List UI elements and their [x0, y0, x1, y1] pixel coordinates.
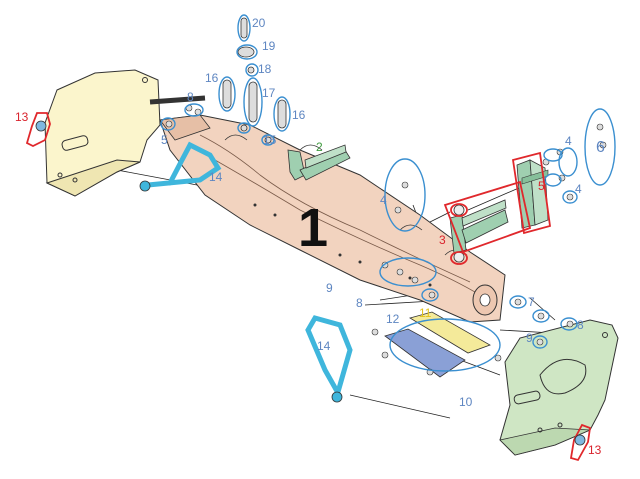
plate-11: [408, 311, 491, 354]
blue-highlights: [160, 14, 616, 372]
label-part-14-right: 14: [317, 339, 331, 353]
main-beam: [159, 114, 506, 323]
label-part-9-mid: 9: [326, 281, 333, 295]
label-part-16-left: 16: [205, 71, 219, 85]
label-part-12: 12: [386, 312, 400, 326]
label-part-1: 1: [298, 198, 328, 258]
arm-14-right: [305, 315, 353, 403]
red-highlights: [25, 112, 591, 462]
right-end-plate: [499, 319, 619, 456]
label-part-8-right: 8: [577, 318, 584, 332]
plate-12: [384, 328, 466, 378]
label-part-7: 7: [528, 295, 535, 309]
label-part-8-mid: 8: [356, 296, 363, 310]
label-part-19: 19: [262, 39, 276, 53]
label-part-17: 17: [262, 86, 276, 100]
label-part-15: 15: [263, 133, 277, 147]
label-part-4-top: 4: [565, 134, 572, 148]
label-part-6: 6: [596, 139, 605, 156]
label-part-2: 2: [316, 140, 323, 154]
label-part-13-left: 13: [15, 110, 29, 124]
label-part-11: 11: [419, 306, 432, 320]
bracket-2: [287, 144, 351, 181]
left-end-plate: [44, 69, 206, 197]
label-part-5-red: 5: [538, 179, 545, 193]
bolt-13: [35, 120, 586, 446]
label-part-14-left: 14: [209, 170, 223, 184]
arm-14-left: [139, 141, 222, 192]
label-part-9-right: 9: [526, 331, 533, 345]
label-part-10: 10: [459, 395, 473, 409]
label-part-8-left: 8: [187, 90, 194, 104]
label-part-5-left: 5: [161, 133, 168, 147]
label-part-4-left: 4: [380, 193, 387, 207]
label-part-20: 20: [252, 16, 266, 30]
label-part-13-right: 13: [588, 443, 602, 457]
label-part-3: 3: [439, 233, 446, 247]
top-hardware: [222, 17, 287, 144]
label-part-16-right: 16: [292, 108, 306, 122]
small-bolts: [165, 104, 607, 376]
bracket-3: [449, 199, 509, 263]
callout-labels: 1 2 3 4 4 4 5 5 6 7 8 8 8 9 9 10 11 12 1…: [15, 16, 605, 457]
label-part-18: 18: [258, 62, 272, 76]
label-part-4-right: 4: [575, 182, 582, 196]
